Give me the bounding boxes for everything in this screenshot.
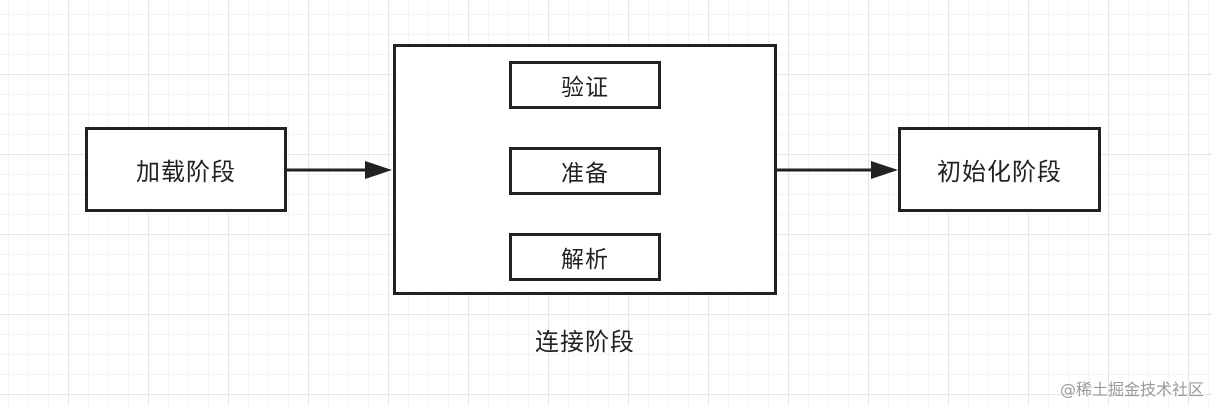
stage-load-label: 加载阶段: [136, 158, 236, 186]
arrow-load-to-link: [287, 161, 392, 179]
substep-verify-box: 验证: [509, 61, 661, 109]
link-group-label: 连接阶段: [535, 328, 635, 356]
substep-resolve-box: 解析: [509, 233, 661, 281]
arrow-link-to-init: [777, 161, 898, 179]
substep-resolve-label: 解析: [561, 247, 609, 273]
substep-prepare-box: 准备: [509, 147, 661, 195]
stage-load-box: 加载阶段: [85, 127, 287, 212]
arrow-load-to-link-head: [365, 161, 392, 179]
substep-prepare-label: 准备: [561, 161, 609, 187]
watermark-text: @稀土掘金技术社区: [1059, 380, 1204, 399]
arrow-link-to-init-head: [871, 161, 898, 179]
stage-init-box: 初始化阶段: [898, 127, 1101, 212]
stage-init-label: 初始化阶段: [937, 158, 1062, 186]
substep-verify-label: 验证: [561, 75, 609, 101]
